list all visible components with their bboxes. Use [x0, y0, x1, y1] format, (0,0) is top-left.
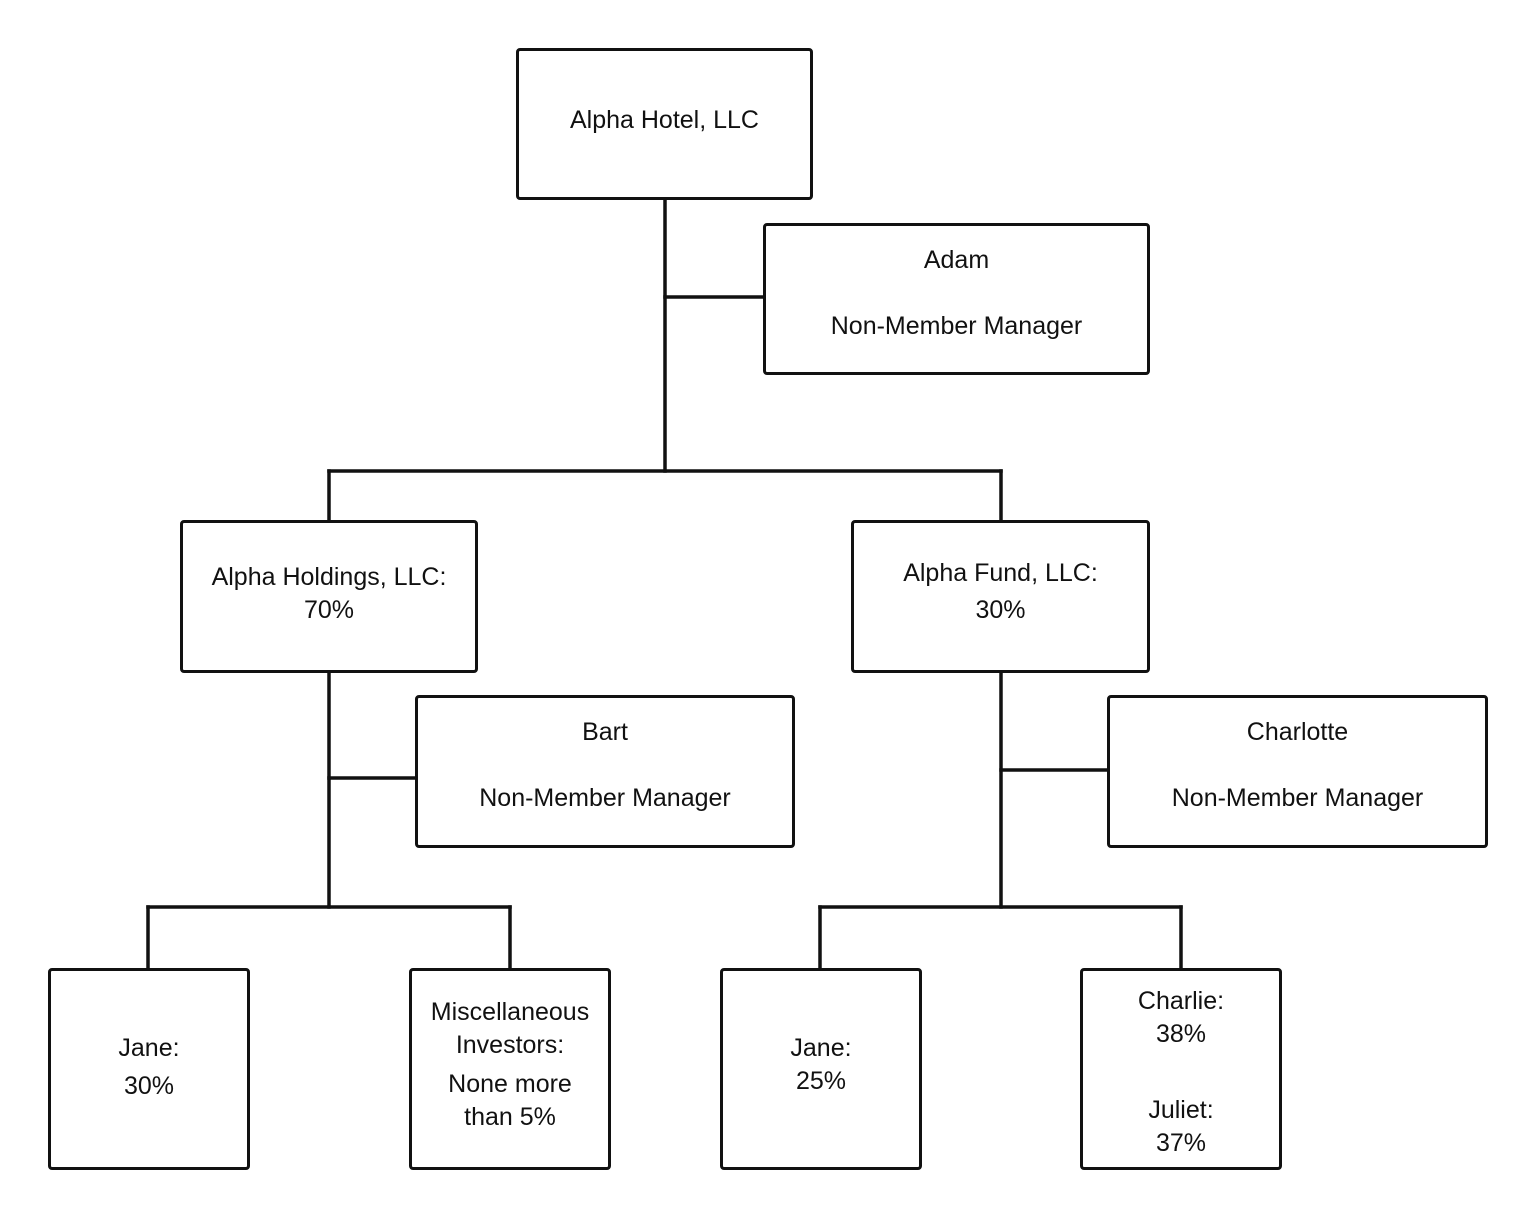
node-charlie-name: Charlie:: [1137, 987, 1225, 1015]
node-charlie-share: 38%: [1155, 1020, 1207, 1048]
node-alpha-holdings-share: 70%: [303, 596, 355, 624]
node-juliet-share: 37%: [1155, 1129, 1207, 1157]
node-alpha-hotel-name: Alpha Hotel, LLC: [569, 106, 759, 134]
node-jane-holdings-name: Jane:: [118, 1034, 180, 1062]
node-charlotte-manager: Charlotte Non-Member Manager: [1107, 695, 1488, 848]
node-adam-manager: Adam Non-Member Manager: [763, 223, 1150, 375]
node-alpha-fund-share: 30%: [975, 596, 1026, 624]
node-jane-holdings-share: 30%: [123, 1072, 175, 1100]
node-charlie-juliet: Charlie: 38% Juliet: 37%: [1080, 968, 1282, 1170]
node-jane-holdings: Jane: 30%: [48, 968, 250, 1170]
node-misc-line1: Miscellaneous: [430, 998, 590, 1026]
node-charlotte-name: Charlotte: [1246, 718, 1349, 746]
node-bart-role: Non-Member Manager: [479, 784, 731, 812]
node-misc-line2: Investors:: [455, 1031, 565, 1059]
node-misc-investors: Miscellaneous Investors: None more than …: [409, 968, 611, 1170]
node-bart-name: Bart: [582, 718, 628, 746]
node-alpha-fund: Alpha Fund, LLC: 30%: [851, 520, 1150, 673]
node-bart-manager: Bart Non-Member Manager: [415, 695, 795, 848]
node-jane-fund-share: 25%: [795, 1067, 847, 1095]
node-adam-name: Adam: [923, 246, 990, 274]
node-adam-role: Non-Member Manager: [830, 312, 1083, 340]
node-alpha-hotel: Alpha Hotel, LLC: [516, 48, 813, 200]
node-alpha-holdings: Alpha Holdings, LLC: 70%: [180, 520, 478, 673]
node-misc-line3: None more: [448, 1070, 572, 1098]
node-charlotte-role: Non-Member Manager: [1171, 784, 1424, 812]
node-jane-fund: Jane: 25%: [720, 968, 922, 1170]
node-jane-fund-name: Jane:: [790, 1034, 852, 1062]
node-misc-line4: than 5%: [464, 1103, 556, 1131]
node-juliet-name: Juliet:: [1148, 1096, 1214, 1124]
node-alpha-fund-name: Alpha Fund, LLC:: [903, 559, 1098, 587]
node-alpha-holdings-name: Alpha Holdings, LLC:: [211, 563, 447, 591]
